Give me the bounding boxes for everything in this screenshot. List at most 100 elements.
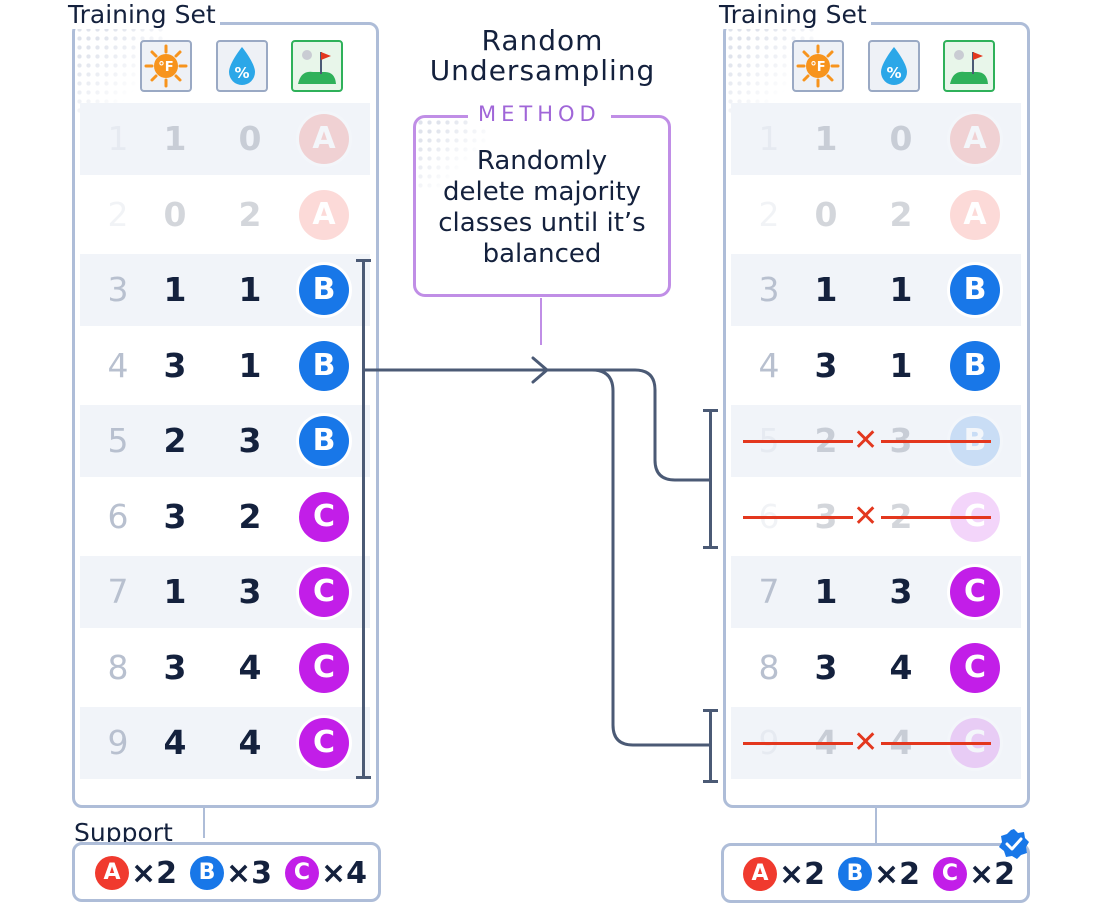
class-badge-a: A <box>299 114 349 164</box>
delete-branch-upper <box>547 368 709 482</box>
right-temp-unit: °F <box>810 60 825 75</box>
humidity-drop-icon: % <box>868 40 920 92</box>
delete-x-icon: ✕ <box>853 725 879 760</box>
support-count-c: C×4 <box>285 855 367 891</box>
humidity-value: 3 <box>238 421 262 460</box>
humidity-value: 0 <box>889 119 913 158</box>
delete-x-icon: ✕ <box>853 499 879 534</box>
temperature-value: 3 <box>814 648 838 687</box>
deleted-rows-bracket-lower <box>703 709 718 783</box>
strike-line <box>881 440 991 443</box>
humidity-drop-icon: % <box>216 40 268 92</box>
row-index: 6 <box>107 497 129 536</box>
class-badge-c: C <box>299 567 349 617</box>
left-panel-title: Training Set <box>64 1 220 29</box>
row-index: 2 <box>758 195 780 234</box>
right-panel-title: Training Set <box>715 1 871 29</box>
temperature-value: 3 <box>163 648 187 687</box>
strike-line <box>743 516 853 519</box>
row-index: 4 <box>107 346 129 385</box>
method-description-line1: Randomly <box>476 146 608 176</box>
left-majority-bracket <box>356 259 371 779</box>
row-index: 7 <box>758 572 780 611</box>
humidity-value: 1 <box>889 270 913 309</box>
strike-line <box>881 742 991 745</box>
class-badge-a: A <box>95 856 129 890</box>
left-temp-unit: °F <box>158 60 173 75</box>
support-count-value: ×2 <box>779 856 826 892</box>
humidity-value: 4 <box>238 723 262 762</box>
temperature-value: 2 <box>163 421 187 460</box>
support-count-b: B×3 <box>190 855 272 891</box>
temperature-value: 1 <box>163 572 187 611</box>
support-count-b: B×2 <box>838 856 920 892</box>
method-dot-pattern <box>416 118 486 188</box>
temperature-value: 1 <box>814 572 838 611</box>
strike-line <box>743 440 853 443</box>
temperature-value: 3 <box>163 497 187 536</box>
support-count-value: ×4 <box>321 855 368 891</box>
method-tag: METHOD <box>468 101 611 127</box>
class-badge-b: B <box>299 265 349 315</box>
row-index: 7 <box>107 572 129 611</box>
class-badge-b: B <box>950 265 1000 315</box>
temperature-value: 0 <box>163 195 187 234</box>
class-badge-c: C <box>950 567 1000 617</box>
left-humidity-unit: % <box>234 64 249 82</box>
temperature-value: 1 <box>814 119 838 158</box>
class-badge-c: C <box>285 856 319 890</box>
class-badge-b: B <box>299 416 349 466</box>
support-count-a: A×2 <box>95 855 177 891</box>
support-count-value: ×3 <box>226 855 273 891</box>
temperature-value: 4 <box>163 723 187 762</box>
verified-check-icon <box>998 828 1030 860</box>
row-index: 8 <box>107 648 129 687</box>
class-badge-b: B <box>950 341 1000 391</box>
row-index: 4 <box>758 346 780 385</box>
humidity-value: 4 <box>238 648 262 687</box>
right-support-connector <box>875 808 877 844</box>
class-badge-c: C <box>299 492 349 542</box>
method-description-line2: delete majority <box>442 177 642 207</box>
humidity-value: 3 <box>238 572 262 611</box>
humidity-value: 1 <box>889 346 913 385</box>
class-badge-a: A <box>950 114 1000 164</box>
humidity-value: 4 <box>889 648 913 687</box>
method-title-line1: Random <box>481 24 604 57</box>
method-description-line4: balanced <box>482 239 602 269</box>
humidity-value: 2 <box>238 497 262 536</box>
left-support-connector <box>203 808 205 838</box>
humidity-value: 1 <box>238 270 262 309</box>
row-index: 9 <box>107 723 129 762</box>
support-count-value: ×2 <box>969 856 1016 892</box>
class-badge-a: A <box>743 857 777 891</box>
strike-line <box>881 516 991 519</box>
golf-icon <box>291 40 343 92</box>
class-badge-c: C <box>299 643 349 693</box>
temperature-value: 1 <box>163 119 187 158</box>
deleted-rows-bracket-upper <box>703 409 718 549</box>
support-count-c: C×2 <box>933 856 1015 892</box>
row-index: 2 <box>107 195 129 234</box>
temperature-sun-icon: °F <box>140 40 192 92</box>
golf-icon <box>943 40 995 92</box>
class-badge-c: C <box>950 643 1000 693</box>
row-index: 5 <box>107 421 129 460</box>
class-badge-a: A <box>299 190 349 240</box>
temperature-value: 3 <box>814 346 838 385</box>
